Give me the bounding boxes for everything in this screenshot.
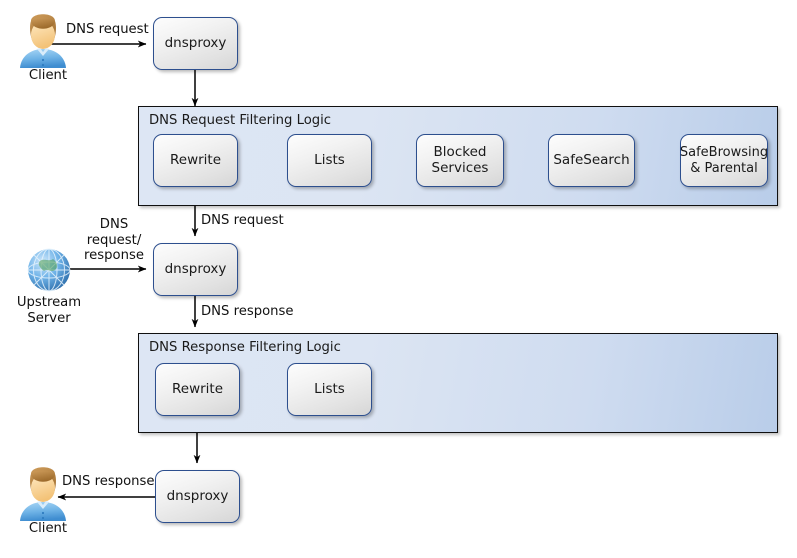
node-rewrite-response[interactable]: Rewrite [155,363,240,416]
person-icon [20,14,66,68]
node-dnsproxy-bottom[interactable]: dnsproxy [155,470,240,523]
actor-caption-client-top: Client [28,68,68,83]
node-lists-request[interactable]: Lists [287,134,372,187]
edge-label-client-to-proxy: DNS request [66,22,149,37]
node-dnsproxy-middle[interactable]: dnsproxy [153,243,238,296]
node-blocked-services[interactable]: Blocked Services [416,134,504,187]
actor-caption-upstream-server: Upstream Server [16,295,82,326]
node-lists-response[interactable]: Lists [287,363,372,416]
edge-label-upstream-exchange: DNS request/ response [84,217,144,264]
edge-label-proxy-to-client: DNS response [62,474,155,489]
actor-caption-client-bottom: Client [28,521,68,536]
node-safesearch[interactable]: SafeSearch [548,134,635,187]
node-rewrite-request[interactable]: Rewrite [153,134,238,187]
person-icon [20,467,66,521]
globe-icon [27,248,71,292]
edge-label-proxy-to-request-filter: DNS request [201,213,284,228]
group-title-request-filtering: DNS Request Filtering Logic [149,113,332,128]
group-dns-response-filtering: DNS Response Filtering Logic [138,333,778,433]
node-dnsproxy-top[interactable]: dnsproxy [153,17,238,70]
edge-label-proxy-to-response-filter: DNS response [201,304,294,319]
group-title-response-filtering: DNS Response Filtering Logic [149,340,341,355]
node-safebrowsing-parental[interactable]: SafeBrowsing & Parental [680,134,768,187]
